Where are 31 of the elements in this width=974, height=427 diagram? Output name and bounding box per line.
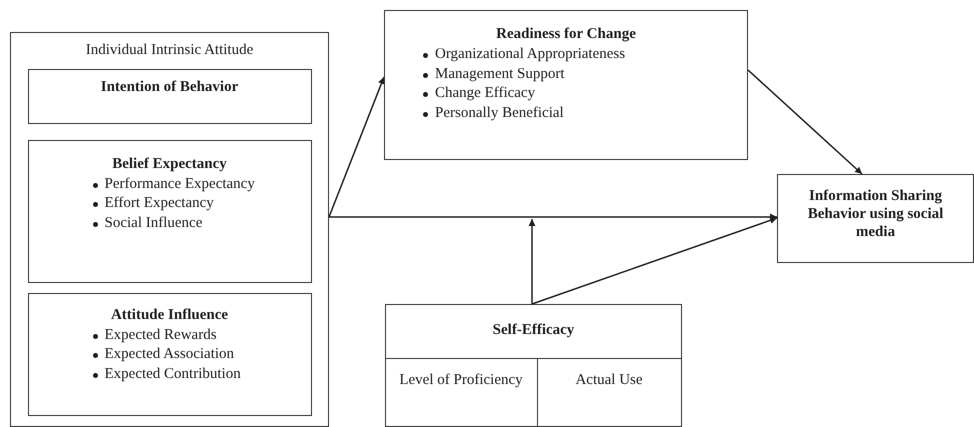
concept-box	[28, 292, 312, 416]
process-box	[385, 304, 682, 427]
bullet-item: Social Influence	[92, 214, 310, 233]
arrow	[532, 217, 778, 305]
bullet-item: Expected Contribution	[92, 364, 310, 384]
bullet-item: Expected Rewards	[92, 326, 310, 345]
box-heading: Belief Expectancy	[111, 154, 228, 172]
bullet-item: Expected Association	[92, 345, 310, 364]
arrow	[328, 76, 385, 218]
box-heading: Self-Efficacy	[492, 321, 576, 339]
box-heading: Actual Use	[574, 370, 644, 388]
bullet-item: Organizational Appropriateness	[423, 45, 747, 64]
concept-box	[384, 10, 748, 160]
arrow	[528, 219, 536, 304]
arrow	[748, 69, 862, 175]
arrow	[329, 214, 777, 220]
group-box	[10, 32, 329, 427]
bullet-item: Performance Expectancy	[92, 174, 310, 194]
concept-box	[777, 174, 974, 263]
box-heading: Intention of Behavior	[100, 78, 240, 96]
box-heading: Level of Proficiency	[398, 370, 524, 388]
box-heading: Individual Intrinsic Attitude	[84, 41, 254, 59]
concept-box	[28, 140, 312, 282]
bullet-item: Management Support	[423, 64, 747, 84]
bullet-item: Effort Expectancy	[92, 194, 310, 214]
box-heading: Attitude Influence	[110, 306, 230, 324]
bullet-item: Change Efficacy	[423, 84, 747, 104]
box-heading: Information Sharing Behavior using social media	[806, 187, 944, 241]
box-heading: Readiness for Change	[495, 25, 637, 43]
concept-box	[28, 68, 312, 124]
bullet-item: Personally Beneficial	[423, 104, 747, 123]
